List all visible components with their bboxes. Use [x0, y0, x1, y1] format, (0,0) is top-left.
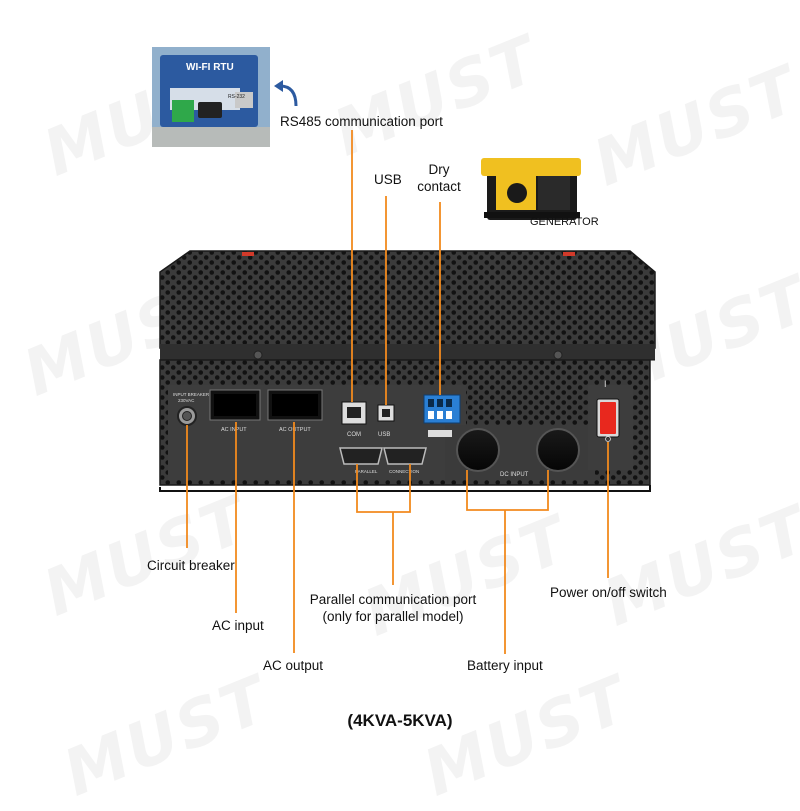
dc-input-label: DC INPUT	[500, 472, 529, 478]
callout-usb: USB	[374, 172, 402, 187]
dc-input-socket	[536, 428, 580, 472]
callout-parallel: Parallel communication port (only for pa…	[293, 591, 493, 625]
wifi-rtu-title: WI-FI RTU	[186, 62, 234, 73]
input-breaker-rating: 230VAC	[178, 398, 195, 403]
callout-rs485: RS485 communication port	[280, 114, 443, 129]
ac-input-terminal-label: AC INPUT	[221, 427, 247, 433]
connection-port-label: CONNECTION	[389, 469, 419, 474]
ac-output-terminal-label: AC OUTPUT	[279, 427, 311, 433]
leader-lines	[186, 130, 609, 654]
callout-dry-contact-line1: Dry	[428, 162, 450, 177]
inverter-panel: INPUT BREAKER 230VAC AC INPUT AC OUTPUT …	[159, 250, 656, 492]
wifi-rtu-port-label: RS-232	[228, 94, 245, 100]
com-port-label: COM	[347, 432, 361, 438]
callout-ac-input: AC input	[212, 618, 264, 633]
callout-parallel-line1: Parallel communication port	[309, 592, 477, 607]
input-breaker-label: INPUT BREAKER	[173, 392, 210, 397]
wifi-rtu-photo: WI-FI RTU RS-232	[152, 47, 270, 147]
generator-label: GENERATOR	[530, 216, 599, 228]
callout-power-switch: Power on/off switch	[550, 585, 667, 600]
arrow-head-icon	[274, 80, 283, 92]
dc-input-socket	[456, 428, 500, 472]
usb-port-label: USB	[378, 432, 390, 438]
switch-on-mark: I	[604, 379, 607, 389]
callout-dry-contact: Dry contact	[413, 161, 465, 195]
callout-ac-output: AC output	[263, 658, 324, 673]
callout-battery-input: Battery input	[467, 658, 543, 673]
parallel-port-label: PARALLEL	[355, 469, 378, 474]
callout-dry-contact-line2: contact	[417, 179, 461, 194]
callout-circuit-breaker: Circuit breaker	[147, 558, 235, 573]
model-caption: (4KVA-5KVA)	[347, 711, 453, 730]
power-switch	[600, 402, 616, 434]
generator-photo: GENERATOR	[481, 158, 599, 228]
callout-parallel-line2: (only for parallel model)	[322, 609, 464, 624]
